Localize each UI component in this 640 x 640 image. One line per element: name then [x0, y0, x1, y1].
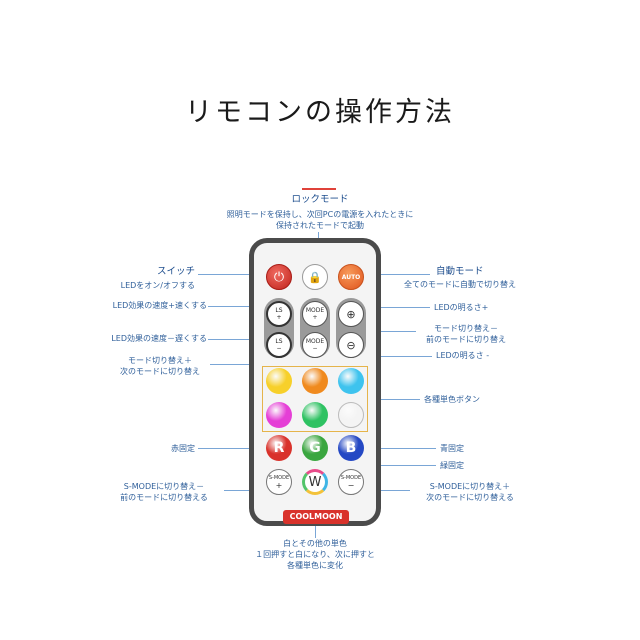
- plus-label: +: [275, 481, 283, 490]
- switch-leader: [198, 274, 264, 275]
- smode-next-label-1: S-MODEに切り替え＋: [429, 482, 511, 491]
- b-label: B: [345, 440, 357, 456]
- page-title: リモコンの操作方法: [185, 97, 455, 128]
- single-color-label: 各種単色ボタン: [424, 395, 480, 404]
- red-leader: [198, 448, 266, 449]
- lock-icon: 🔒: [308, 270, 322, 284]
- cyan-button[interactable]: [338, 368, 364, 394]
- speed-down-button[interactable]: LS −: [266, 332, 292, 358]
- smode-next-button[interactable]: S-MODE +: [266, 469, 292, 495]
- bright-down-leader: [364, 356, 432, 357]
- plus-label: +: [276, 314, 282, 321]
- bright-down-label: LEDの明るさ -: [436, 351, 490, 360]
- speed-up-button[interactable]: LS +: [266, 301, 292, 327]
- sun-plus-icon: ⊕: [346, 307, 356, 321]
- mode-label: MODE: [305, 307, 325, 314]
- magenta-button[interactable]: [266, 402, 292, 428]
- smode-prev-leader: [224, 490, 266, 491]
- sun-minus-icon: ⊖: [346, 338, 356, 352]
- power-button[interactable]: ⏻: [266, 264, 292, 290]
- bright-up-label: LEDの明るさ+: [434, 303, 489, 312]
- speed-up-label: LED効果の速度+速くする: [112, 301, 207, 310]
- green-leader: [326, 465, 436, 466]
- smode-prev-label-2: 前のモードに切り替える: [120, 493, 208, 502]
- plus-label: +: [312, 314, 318, 321]
- switch-title: スイッチ: [156, 266, 195, 277]
- mode-prev-label-2: 前のモードに切り替え: [426, 335, 506, 344]
- mode-next-label-2: 次のモードに切り替え: [120, 367, 200, 376]
- brightness-down-button[interactable]: ⊖: [338, 332, 364, 358]
- speed-down-label: LED効果の速度－遅くする: [111, 334, 207, 343]
- red-fixed-label: 赤固定: [171, 444, 195, 453]
- lock-mode-title: ロックモード: [291, 194, 349, 205]
- ls-label: LS: [275, 338, 283, 345]
- brand-logo: COOLMOON: [283, 510, 349, 524]
- speed-up-leader: [208, 306, 266, 307]
- w-label: W: [308, 474, 322, 490]
- smode-next-label-2: 次のモードに切り替える: [426, 493, 514, 502]
- white-button[interactable]: [338, 402, 364, 428]
- smode-prev-button[interactable]: S-MODE −: [338, 469, 364, 495]
- auto-leader: [364, 274, 430, 275]
- lock-mode-button[interactable]: 🔒: [302, 264, 328, 290]
- bright-up-leader: [364, 307, 430, 308]
- auto-title: 自動モード: [436, 266, 484, 277]
- single-color-leader: [368, 399, 420, 400]
- minus-label: −: [347, 481, 355, 490]
- lock-mode-desc-1: 照明モードを保持し、次回PCの電源を入れたときに: [226, 210, 414, 219]
- switch-desc: LEDをオン/オフする: [120, 281, 195, 290]
- smode-prev-label-1: S-MODEに切り替え－: [123, 482, 205, 491]
- mode-label: MODE: [305, 338, 325, 345]
- blue-fixed-button[interactable]: B: [338, 435, 364, 461]
- mode-next-label-1: モード切り替え＋: [128, 356, 192, 365]
- ls-label: LS: [275, 307, 283, 314]
- white-label-1: 白とその他の単色: [283, 539, 347, 548]
- smode-next-leader: [364, 490, 410, 491]
- orange-button[interactable]: [302, 368, 328, 394]
- g-label: G: [309, 440, 321, 456]
- white-label-2: １回押すと白になり、次に押すと: [255, 550, 375, 559]
- lock-mode-desc-2: 保持されたモードで起動: [276, 221, 364, 230]
- blue-fixed-label: 青固定: [440, 444, 464, 453]
- green-button[interactable]: [302, 402, 328, 428]
- minus-label: −: [276, 345, 282, 352]
- red-fixed-button[interactable]: R: [266, 435, 292, 461]
- speed-down-leader: [208, 339, 266, 340]
- auto-label: AUTO: [341, 273, 361, 281]
- single-color-group: [262, 366, 368, 432]
- white-mode-button[interactable]: W: [302, 469, 328, 495]
- auto-desc: 全てのモードに自動で切り替え: [404, 280, 516, 289]
- mode-next-button[interactable]: MODE +: [302, 301, 328, 327]
- brightness-up-button[interactable]: ⊕: [338, 301, 364, 327]
- yellow-button[interactable]: [266, 368, 292, 394]
- green-fixed-button[interactable]: G: [302, 435, 328, 461]
- minus-label: −: [312, 345, 318, 352]
- auto-mode-button[interactable]: AUTO: [338, 264, 364, 290]
- blue-leader: [364, 448, 436, 449]
- green-fixed-label: 緑固定: [440, 461, 464, 470]
- smode-label: S-MODE: [268, 475, 290, 481]
- mode-prev-button[interactable]: MODE −: [302, 332, 328, 358]
- lock-title-underline: [302, 188, 336, 190]
- r-label: R: [273, 440, 285, 456]
- mode-prev-label-1: モード切り替え－: [434, 324, 498, 333]
- smode-label: S-MODE: [340, 475, 362, 481]
- white-label-3: 各種単色に変化: [287, 561, 343, 570]
- power-icon: ⏻: [273, 269, 285, 285]
